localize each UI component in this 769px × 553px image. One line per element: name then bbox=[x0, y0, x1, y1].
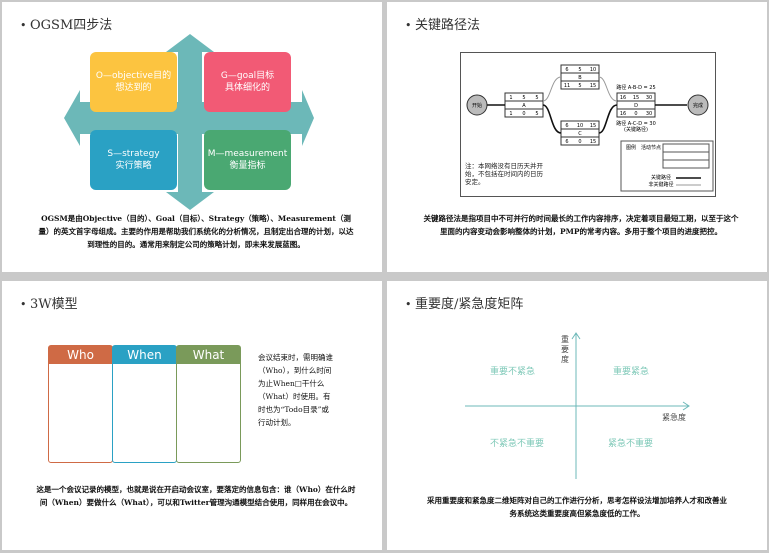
quadrant-important-urgent: 重要紧急 bbox=[613, 367, 650, 377]
slide-title: 关键路径法 bbox=[405, 14, 480, 33]
node-value: 15 bbox=[590, 139, 596, 145]
3w-description: 这是一个会议记录的模型，也就是说在开启动会议室，要落定的信息包含：谁（Who）在… bbox=[36, 485, 356, 507]
node-value: 1 bbox=[509, 95, 512, 101]
quadrant-not-urgent-not-important: 不紧急不重要 bbox=[490, 439, 545, 449]
node-value: 30 bbox=[646, 111, 652, 117]
3w-side-text: 会议结束时，需明确谁（Who），到什么时间为止When□干什么（What）时使用… bbox=[258, 353, 333, 427]
node-value: 16 bbox=[620, 95, 626, 101]
quadrant-important-not-urgent: 重要不紧急 bbox=[490, 367, 536, 377]
slide-ogsm: OGSM四步法 O—objective目的 想达到的 G—goal目标 具体细化… bbox=[2, 2, 382, 272]
slide-title: OGSM四步法 bbox=[20, 14, 112, 33]
node-value: 15 bbox=[590, 123, 596, 129]
node-value: 0 bbox=[578, 139, 581, 145]
node-value: 0 bbox=[522, 111, 525, 117]
goal-box: G—goal目标 具体细化的 bbox=[204, 52, 291, 112]
path-critical-note: (关键路径) bbox=[624, 126, 648, 133]
node-value: 10 bbox=[590, 67, 596, 73]
node-value: 15 bbox=[590, 83, 596, 89]
node-value: 30 bbox=[646, 95, 652, 101]
node-value: 11 bbox=[564, 83, 570, 89]
node-value: 6 bbox=[565, 67, 568, 73]
measurement-box: M—measurement 衡量指标 bbox=[204, 130, 291, 190]
end-label: 完成 bbox=[693, 102, 703, 109]
who-column: Who bbox=[48, 345, 113, 463]
node-value: 5 bbox=[578, 67, 581, 73]
node-value: 5 bbox=[522, 95, 525, 101]
slide-matrix: 重要度/紧急度矩阵 重要度 紧急度 重要不紧急 重要紧急 不紧急不重要 紧急不重… bbox=[387, 281, 767, 550]
when-column: When bbox=[112, 345, 177, 463]
node-value: 6 bbox=[565, 139, 568, 145]
strategy-box: S—strategy 实行策略 bbox=[90, 130, 177, 190]
path-acd: 路径 A-C-D = 30 bbox=[616, 120, 656, 127]
cross-arrows-icon bbox=[64, 34, 314, 210]
ogsm-description: OGSM是由Objective（目的）、Goal（目标）、Strategy（策略… bbox=[38, 214, 354, 249]
node-value: 5 bbox=[578, 83, 581, 89]
objective-box: O—objective目的 想达到的 bbox=[90, 52, 177, 112]
legend-noncritical: 非关键路径 bbox=[648, 181, 673, 188]
node-value: 0 bbox=[634, 111, 637, 117]
node-value: D bbox=[634, 103, 638, 109]
matrix-axes bbox=[465, 332, 690, 479]
matrix-description: 采用重要度和紧急度二维矩阵对自己的工作进行分析，思考怎样设法增加培养人才和改善业… bbox=[427, 496, 727, 518]
path-abd: 路径 A-B-D = 25 bbox=[616, 84, 655, 91]
slide-cpm: 关键路径法 开始 完成 155A1056510B1151561015C60151… bbox=[387, 2, 767, 272]
node-value: A bbox=[522, 103, 526, 109]
when-header: When bbox=[113, 346, 176, 364]
what-column: What bbox=[176, 345, 241, 463]
legend-node-label: 活动节点 bbox=[641, 144, 661, 151]
what-header: What bbox=[177, 346, 240, 364]
node-value: 10 bbox=[577, 123, 583, 129]
node-value: 5 bbox=[535, 111, 538, 117]
slide-title: 3W模型 bbox=[20, 293, 78, 312]
node-value: 16 bbox=[620, 111, 626, 117]
cpm-description: 关键路径法是指项目中不可并行的时间最长的工作内容排序，决定着项目最短工期，以至于… bbox=[423, 214, 739, 236]
quadrant-urgent-not-important: 紧急不重要 bbox=[608, 439, 654, 449]
node-value: 15 bbox=[633, 95, 639, 101]
y-axis-label: 重要度 bbox=[561, 335, 569, 364]
legend-label: 图例 bbox=[626, 144, 636, 151]
start-label: 开始 bbox=[472, 102, 482, 109]
node-value: C bbox=[578, 131, 582, 137]
node-value: 5 bbox=[535, 95, 538, 101]
who-header: Who bbox=[49, 346, 112, 364]
end-node bbox=[687, 94, 709, 116]
cpm-note: 注：本网络没有日历天并开始，不包括在时间内的日历安定。 bbox=[465, 162, 543, 186]
slide-title: 重要度/紧急度矩阵 bbox=[405, 293, 523, 312]
x-axis-label: 紧急度 bbox=[662, 413, 686, 422]
node-value: 1 bbox=[509, 111, 512, 117]
node-value: B bbox=[578, 75, 582, 81]
node-value: 6 bbox=[565, 123, 568, 129]
legend-critical: 关键路径 bbox=[651, 174, 671, 181]
activity-node-B: 6 5 10B 11 5 15 bbox=[560, 64, 600, 90]
